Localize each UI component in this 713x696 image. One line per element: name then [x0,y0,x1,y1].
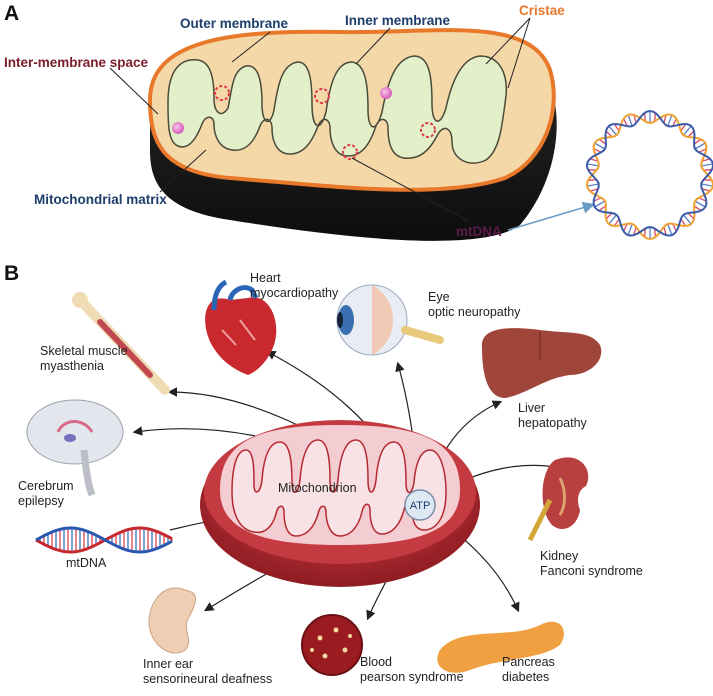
label-kidney: Kidney [540,549,579,563]
panel-a-letter: A [4,2,19,25]
mtdna-ring [342,144,358,160]
label-skeletal-muscle-disease: myasthenia [40,359,104,373]
label-blood-disease: pearson syndrome [360,670,464,684]
label-inner-ear: Inner ear [143,657,193,671]
label-skeletal-muscle: Skeletal muscle [40,344,128,358]
inner-ear-icon [148,587,196,654]
label-cerebrum-disease: epilepsy [18,494,65,508]
label-cristae: Cristae [519,3,565,18]
label-intermembrane-space: Inter-membrane space [4,55,149,70]
label-outer-membrane: Outer membrane [180,16,289,31]
mtdna-ring [420,122,436,138]
mitochondrion-cross-section [147,28,557,241]
granule [380,87,392,99]
mtdna-arrow [507,201,595,231]
liver-icon [481,328,602,398]
panel-a-leaders [109,17,531,223]
mtdna-ring [214,85,230,101]
label-inner-membrane: Inner membrane [345,13,451,28]
panel-a: A Outer membrane Inner membrane C [4,2,713,241]
label-heart-disease: myocardiopathy [250,286,339,300]
panel-b-letter: B [4,262,19,285]
label-mitochondrial-matrix: Mitochondrial matrix [34,192,167,207]
heart-icon [205,279,277,375]
cerebrum-icon [26,399,124,497]
mitochondrion: Mitochondrion ATP [200,420,480,587]
kidney-icon [527,457,589,542]
label-eye: Eye [428,290,450,304]
inner-membrane [167,55,508,164]
label-inner-ear-disease: sensorineural deafness [143,672,272,686]
label-pancreas-disease: diabetes [502,670,549,684]
mitochondrion-label: Mitochondrion [278,481,357,495]
label-heart: Heart [250,271,281,285]
circular-mtdna [585,109,713,241]
panel-b: B Mitochondrion ATP mtDNA [4,262,643,686]
label-blood: Blood [360,655,392,669]
label-liver-disease: hepatopathy [518,416,588,430]
eye-icon [336,284,444,356]
label-cerebrum: Cerebrum [18,479,74,493]
pancreas-icon [437,621,564,673]
mtdna-helix [35,526,173,554]
granule [172,122,184,134]
blood-icon [301,614,363,676]
atp-badge [404,489,436,521]
skeletal-muscle-icon [72,292,170,395]
label-eye-disease: optic neuropathy [428,305,521,319]
label-liver: Liver [518,401,545,415]
mtdna-ring [314,88,330,104]
mtdna-b-label: mtDNA [66,556,107,570]
atp-label: ATP [410,500,431,512]
label-kidney-disease: Fanconi syndrome [540,564,643,578]
label-pancreas: Pancreas [502,655,555,669]
label-mtdna-a: mtDNA [456,224,502,239]
